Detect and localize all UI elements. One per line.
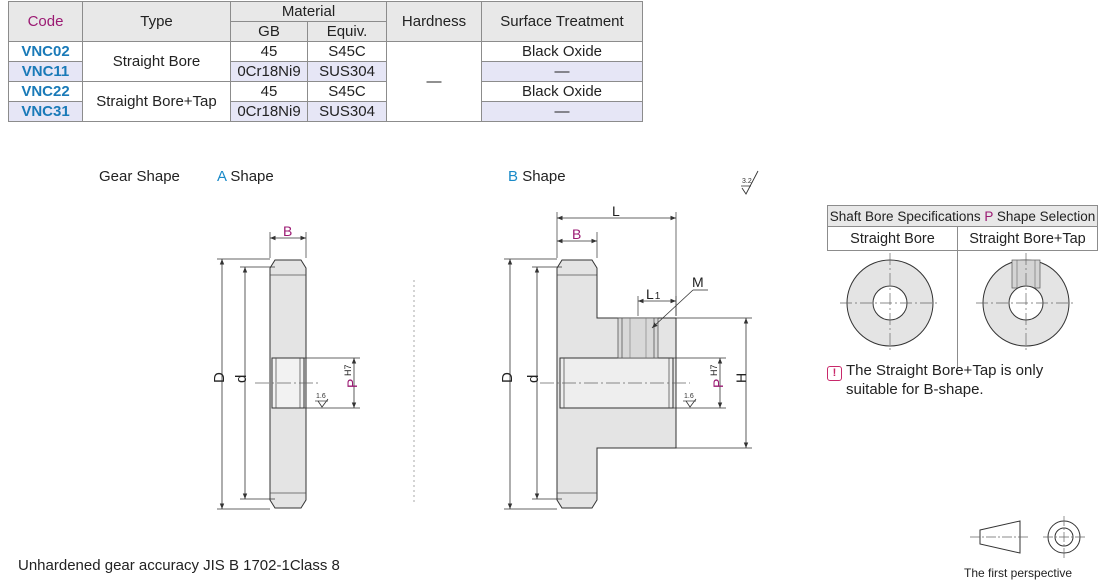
- code-cell: VNC22: [8, 81, 83, 102]
- shape-note: ! The Straight Bore+Tap is only suitable …: [827, 362, 1043, 398]
- dim-d2-inner-label: d: [525, 375, 542, 383]
- a-shape-letter: A: [217, 168, 227, 185]
- equiv-cell: SUS304: [307, 101, 387, 122]
- dim-b2-label: B: [572, 226, 581, 242]
- code-cell: VNC11: [8, 61, 83, 82]
- header-equiv: Equiv.: [307, 21, 387, 42]
- dim-l1-label: L1: [646, 286, 661, 302]
- gb-cell: 45: [230, 41, 308, 62]
- code-cell: VNC31: [8, 101, 83, 122]
- equiv-cell: SUS304: [307, 61, 387, 82]
- code-cell: VNC02: [8, 41, 83, 62]
- header-code: Code: [8, 1, 83, 42]
- gear-shape-label: Gear Shape: [99, 168, 180, 185]
- type-cell: Straight Bore: [82, 41, 231, 82]
- type-cell: Straight Bore+Tap: [82, 81, 231, 122]
- table-row: VNC02 Straight Bore 45 S45C — Black Oxid…: [8, 41, 643, 122]
- accuracy-note: Unhardened gear accuracy JIS B 1702-1Cla…: [18, 557, 340, 574]
- a-shape-drawing: B D d P H7 1.6: [211, 223, 360, 510]
- roughness-value: 3.2: [742, 178, 752, 185]
- roughness-small2-icon: 1.6: [683, 393, 697, 408]
- svg-text:1.6: 1.6: [316, 393, 326, 400]
- bore-spec-table: Shaft Bore Specifications P Shape Select…: [827, 205, 1098, 369]
- dim-b-label: B: [283, 223, 292, 239]
- dim-l-label: L: [612, 203, 620, 219]
- surface-cell: —: [481, 61, 643, 82]
- perspective-label: The first perspective: [964, 566, 1073, 580]
- table-row: VNC31 0Cr18Ni9 SUS304 —: [8, 101, 643, 122]
- a-shape-word: Shape: [230, 168, 274, 185]
- equiv-cell: S45C: [307, 81, 387, 102]
- dim-d-outer-label: D: [211, 372, 228, 383]
- bore-col-tap: Straight Bore+Tap: [957, 226, 1098, 251]
- warning-icon: !: [827, 366, 842, 381]
- b-shape-word: Shape: [522, 168, 566, 185]
- equiv-cell: S45C: [307, 41, 387, 62]
- a-shape-label: A Shape: [217, 168, 274, 185]
- b-shape-label: B Shape: [508, 168, 566, 185]
- dim-p-label: P: [344, 379, 360, 388]
- dim-h-label: H: [733, 373, 749, 383]
- header-material: Material: [230, 1, 387, 22]
- gb-cell: 0Cr18Ni9: [230, 101, 308, 122]
- dim-h7-2-label: H7: [709, 364, 719, 376]
- spec-table: Code Type Material Hardness Surface Trea…: [8, 1, 643, 122]
- roughness-symbol-icon: 3.2: [741, 170, 759, 195]
- surface-cell: —: [481, 101, 643, 122]
- dim-h7-label: H7: [343, 364, 353, 376]
- dim-d2-outer-label: D: [499, 372, 516, 383]
- hardness-cell: —: [386, 41, 482, 122]
- roughness-small-icon: 1.6: [315, 393, 329, 408]
- table-row: VNC11 0Cr18Ni9 SUS304 —: [8, 61, 643, 82]
- surface-cell: Black Oxide: [481, 41, 643, 62]
- dim-m-label: M: [692, 274, 704, 290]
- dim-p2-label: P: [710, 379, 726, 388]
- b-shape-drawing: L B L1 M D d P H7 H 1.6: [499, 203, 752, 510]
- bore-col-straight: Straight Bore: [827, 226, 958, 251]
- header-hardness: Hardness: [386, 1, 482, 42]
- header-surface: Surface Treatment: [481, 1, 643, 42]
- note-line-1: The Straight Bore+Tap is only: [846, 362, 1044, 379]
- b-shape-letter: B: [508, 168, 519, 185]
- first-angle-projection-icon: [970, 516, 1085, 558]
- dim-d-inner-label: d: [233, 375, 250, 383]
- note-line-2: suitable for B-shape.: [846, 381, 984, 398]
- bore-table-title: Shaft Bore Specifications P Shape Select…: [827, 205, 1098, 227]
- svg-text:1.6: 1.6: [684, 393, 694, 400]
